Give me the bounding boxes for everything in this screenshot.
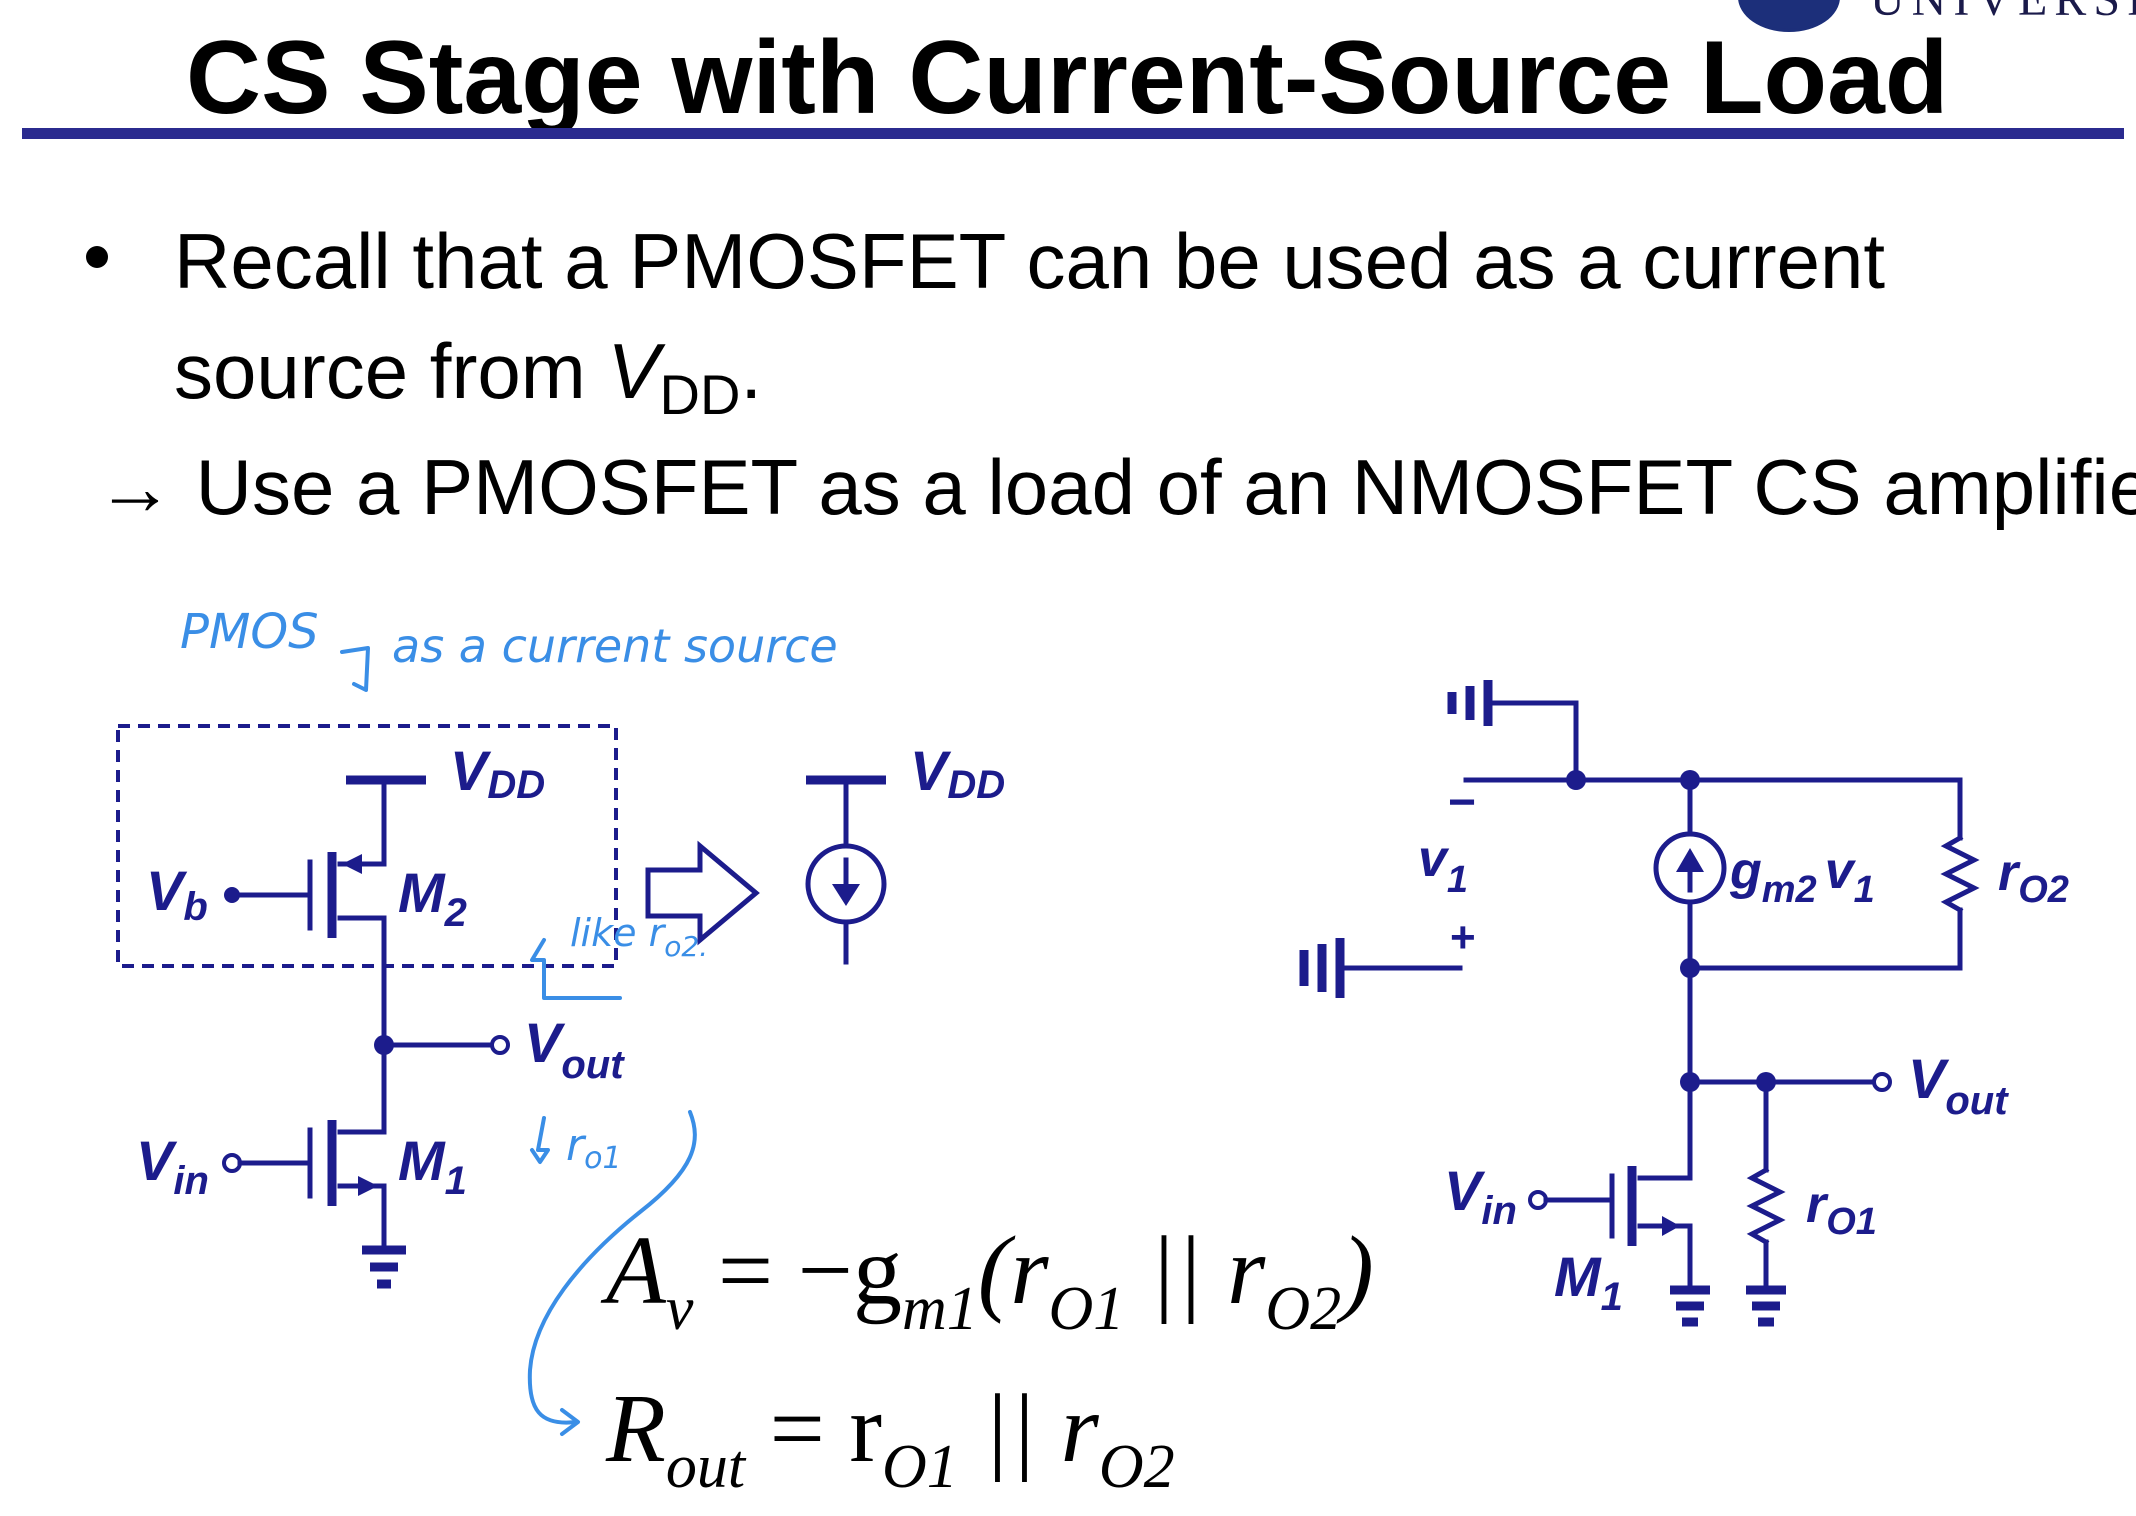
plus-sign: + [1450,913,1476,962]
bullet-1-line-2-pre: source from [174,327,608,415]
left-cs-circuit: VDD Vb M2 Vout Vin M1 [116,724,625,1289]
m2-label: M2 [398,861,467,935]
hw-current-source: as a current source [392,619,838,673]
hw-pmos: PMOS [180,604,319,660]
bullet-1-line-1: Recall that a PMOSFET can be used as a c… [174,217,1886,305]
right-vout-terminal [1872,1072,1892,1092]
right-vout-label: Vout [1908,1047,2009,1123]
title-underline [22,128,2124,139]
hw-like-ro2: like ro2. [570,911,708,963]
minus-sign: − [1448,776,1476,829]
ro1-resistor [1746,1166,1786,1246]
voltage-gain-equation: Av = −gm1(rO1 || rO2) [606,1217,1374,1343]
vout-terminal [490,1035,510,1055]
hw-ro2-arrow-icon [530,938,622,1000]
ro2-resistor [1940,834,1980,914]
left-vin-label: Vin [136,1129,209,1203]
hw-bracket-icon [340,646,370,692]
current-source-symbol: VDD [805,739,1005,965]
hw-connecting-curve [527,1110,697,1425]
university-logo-text: UNIVERSITY [1870,0,2136,24]
handwritten-annotations: PMOS as a current source like ro2. ro1 [180,604,838,1436]
bullet-1-line-2-post: . [740,327,763,415]
vb-label: Vb [146,859,208,929]
hw-ro1: ro1 [566,1120,622,1176]
right-m1-label: M1 [1554,1245,1623,1319]
left-vdd-label: VDD [450,739,545,807]
m1-label: M1 [398,1129,467,1203]
vdd-var: V [607,327,660,415]
ro2-label: rO2 [1998,844,2069,911]
arrow-bullet-line: → Use a PMOSFET as a load of an NMOSFET … [96,443,2136,531]
ro1-label: rO1 [1806,1176,1877,1243]
v1-label: v1 [1418,830,1468,901]
bullet-1-line-2: source from VDD. [174,332,762,423]
bullet-icon [86,246,108,268]
m1-arrow-icon [358,1176,378,1196]
slide-title: CS Stage with Current-Source Load [186,20,1949,136]
equivalence-arrow-icon [645,840,760,946]
left-vout-label: Vout [524,1011,625,1087]
symbol-vdd-label: VDD [910,739,1005,807]
output-resistance-equation: Rout = rO1 || rO2 [606,1375,1175,1501]
m2-arrow-icon [342,854,362,874]
hw-ro1-arrow-icon [530,1116,550,1164]
vdd-sub: DD [659,363,741,426]
right-vin-label: Vin [1444,1159,1517,1233]
pmos-dashed-box [116,724,618,968]
